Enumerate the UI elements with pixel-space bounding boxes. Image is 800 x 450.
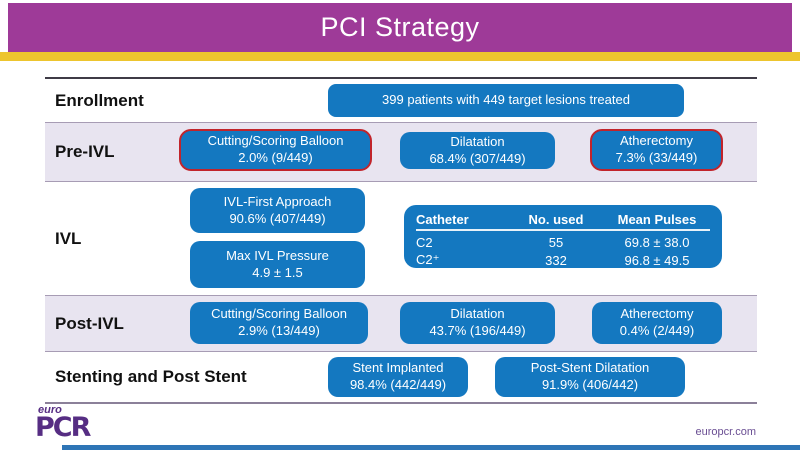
europcr-logo: euro PCR bbox=[35, 404, 91, 443]
logo-euro-text: euro bbox=[38, 404, 62, 416]
box-value: 98.4% (442/449) bbox=[349, 377, 447, 392]
box-title: Max IVL Pressure bbox=[226, 247, 329, 263]
row-post-ivl: Post-IVL Cutting/Scoring Balloon 2.9% (1… bbox=[45, 295, 757, 352]
gold-accent-strip bbox=[0, 52, 800, 61]
box-title: Cutting/Scoring Balloon bbox=[207, 133, 344, 149]
ivl-label: IVL bbox=[55, 228, 82, 248]
box-value: 2.0% (9/449) bbox=[238, 150, 313, 165]
box-title: Atherectomy bbox=[620, 306, 694, 322]
top-divider bbox=[45, 77, 757, 79]
table-row: C2 55 69.8 ± 38.0 bbox=[416, 233, 710, 250]
stenting-label: Stenting and Post Stent bbox=[55, 367, 247, 386]
box-value: 90.6% (407/449) bbox=[229, 210, 326, 226]
table-header: Mean Pulses bbox=[617, 212, 697, 227]
row-stenting: Stenting and Post Stent Stent Implanted … bbox=[45, 352, 757, 402]
table-cell: 69.8 ± 38.0 bbox=[624, 235, 690, 250]
page-title: PCI Strategy bbox=[320, 12, 480, 42]
box-title: Dilatation bbox=[450, 306, 505, 322]
max-ivl-pressure-box: Max IVL Pressure 4.9 ± 1.5 bbox=[190, 241, 365, 288]
post-ivl-atherectomy-box: Atherectomy 0.4% (2/449) bbox=[592, 302, 722, 344]
row-pre-ivl: Pre-IVL Cutting/Scoring Balloon 2.0% (9/… bbox=[45, 122, 757, 182]
table-cell: C2 bbox=[416, 235, 433, 250]
post-ivl-dilatation-box: Dilatation 43.7% (196/449) bbox=[400, 302, 555, 344]
box-value: 43.7% (196/449) bbox=[429, 323, 526, 338]
catheter-table-header-row: Catheter No. used Mean Pulses bbox=[416, 212, 710, 231]
enrollment-box-text: 399 patients with 449 target lesions tre… bbox=[382, 92, 630, 108]
pre-ivl-dilatation-box: Dilatation 68.4% (307/449) bbox=[400, 132, 555, 169]
box-title: Stent Implanted bbox=[352, 360, 444, 376]
box-value: 0.4% (2/449) bbox=[619, 323, 695, 338]
logo-pcr-text: PCR bbox=[35, 412, 91, 443]
enrollment-box: 399 patients with 449 target lesions tre… bbox=[328, 84, 684, 117]
box-value: 4.9 ± 1.5 bbox=[252, 264, 303, 280]
table-header: Catheter bbox=[416, 212, 469, 227]
table-cell: 332 bbox=[545, 252, 567, 268]
row-ivl: IVL IVL-First Approach 90.6% (407/449) M… bbox=[45, 182, 757, 295]
box-title: Cutting/Scoring Balloon bbox=[211, 306, 347, 322]
post-stent-dilatation-box: Post-Stent Dilatation 91.9% (406/442) bbox=[495, 357, 685, 397]
slide-header: PCI Strategy bbox=[8, 3, 792, 52]
pre-ivl-label: Pre-IVL bbox=[55, 142, 115, 161]
post-ivl-cutting-scoring-balloon-box: Cutting/Scoring Balloon 2.9% (13/449) bbox=[190, 302, 368, 344]
table-cell: C2⁺ bbox=[416, 252, 440, 267]
pre-ivl-cutting-scoring-balloon-box: Cutting/Scoring Balloon 2.0% (9/449) bbox=[179, 129, 372, 171]
box-title: IVL-First Approach bbox=[223, 193, 332, 209]
enrollment-label: Enrollment bbox=[55, 90, 144, 110]
table-row: C2⁺ 332 96.8 ± 49.5 bbox=[416, 250, 710, 268]
box-value: 2.9% (13/449) bbox=[238, 323, 320, 338]
ivl-first-approach-box: IVL-First Approach 90.6% (407/449) bbox=[190, 188, 365, 233]
stent-implanted-box: Stent Implanted 98.4% (442/449) bbox=[328, 357, 468, 397]
table-cell: 55 bbox=[548, 235, 564, 250]
post-ivl-label: Post-IVL bbox=[55, 313, 124, 333]
pre-ivl-atherectomy-box: Atherectomy 7.3% (33/449) bbox=[590, 129, 723, 171]
box-value: 7.3% (33/449) bbox=[615, 150, 698, 165]
box-title: Atherectomy bbox=[620, 133, 693, 149]
box-title: Post-Stent Dilatation bbox=[530, 360, 650, 376]
box-value: 68.4% (307/449) bbox=[429, 150, 526, 166]
box-value: 91.9% (406/442) bbox=[541, 377, 639, 392]
table-cell: 96.8 ± 49.5 bbox=[624, 252, 690, 268]
catheter-table: Catheter No. used Mean Pulses C2 55 69.8… bbox=[404, 205, 722, 268]
bottom-divider bbox=[45, 402, 757, 404]
box-title: Dilatation bbox=[450, 133, 505, 149]
row-enrollment: Enrollment 399 patients with 449 target … bbox=[45, 79, 757, 122]
footer-accent-bar bbox=[62, 445, 800, 450]
website-link[interactable]: europcr.com bbox=[695, 426, 756, 438]
table-header: No. used bbox=[528, 212, 584, 227]
